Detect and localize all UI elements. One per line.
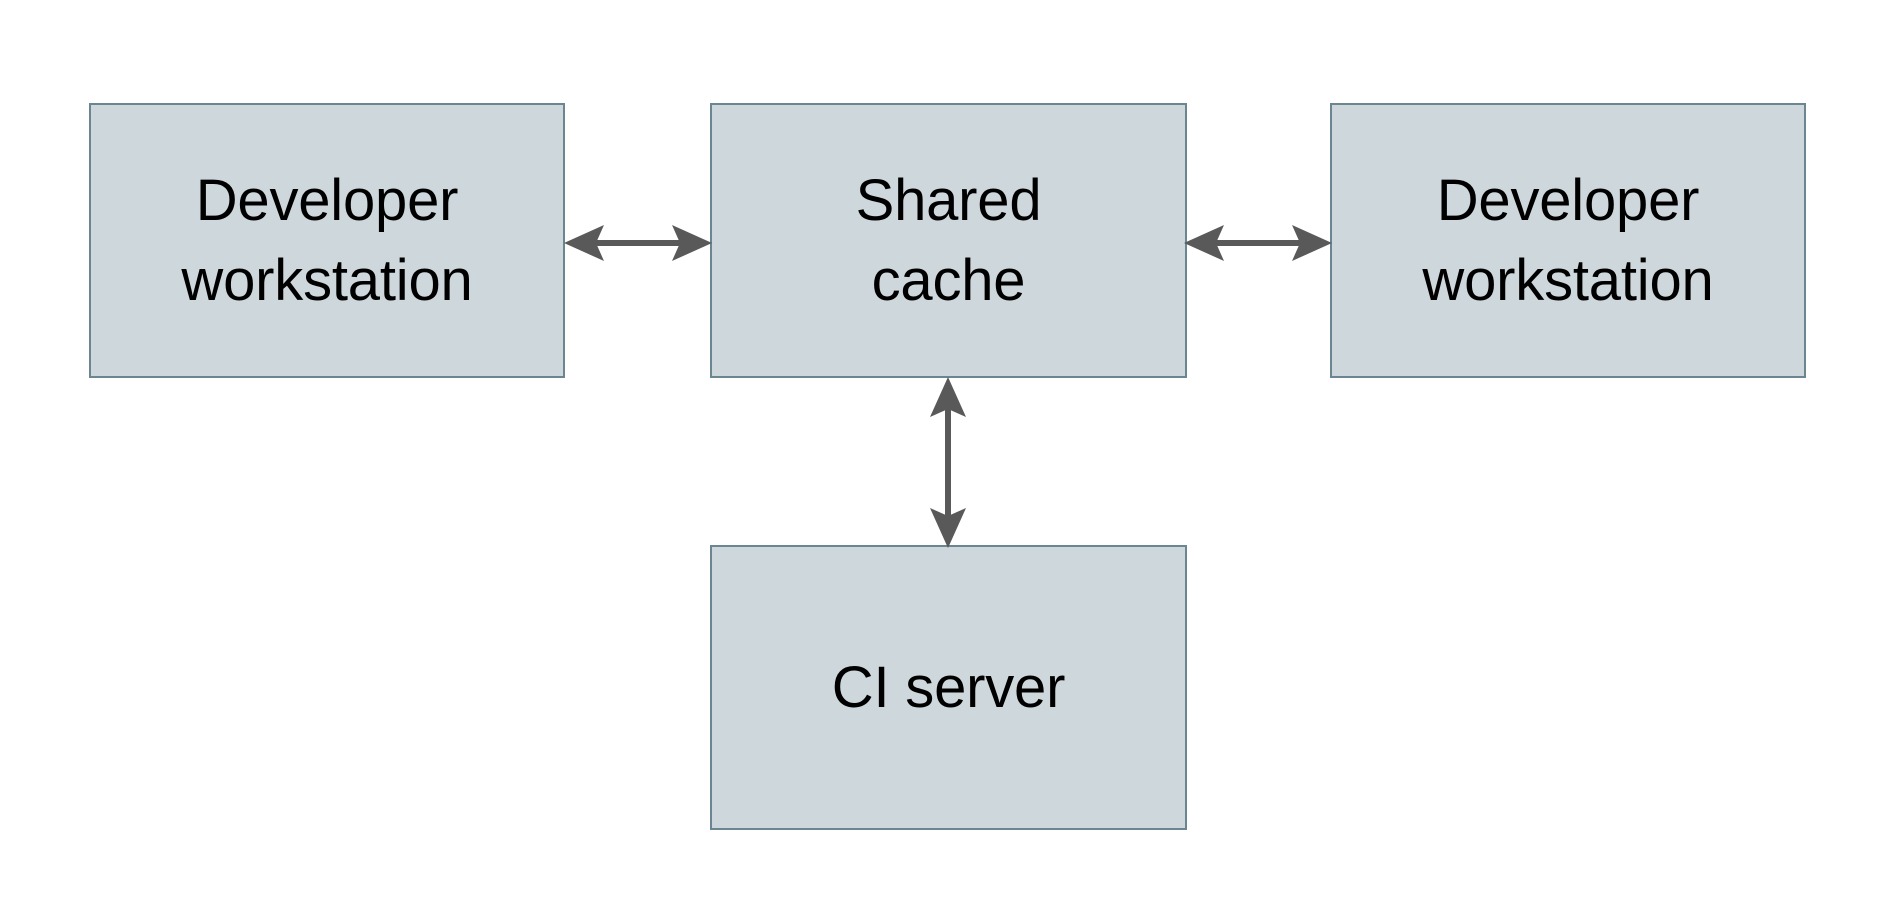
connector-shared-cache-to-ci-server-double-arrow-icon[interactable] — [917, 374, 979, 551]
node-developer-workstation-right[interactable]: Developer workstation — [1330, 103, 1806, 378]
connector-dev-left-to-shared-cache-double-arrow-icon[interactable] — [560, 212, 716, 274]
node-developer-workstation-left[interactable]: Developer workstation — [89, 103, 565, 378]
node-ci-server[interactable]: CI server — [710, 545, 1187, 830]
connector-shared-cache-to-dev-right-double-arrow-icon[interactable] — [1182, 212, 1336, 274]
node-label: Developer workstation — [181, 167, 473, 313]
node-label: Shared cache — [855, 167, 1042, 313]
node-label: Developer workstation — [1422, 167, 1714, 313]
node-label: CI server — [831, 654, 1066, 720]
node-shared-cache[interactable]: Shared cache — [710, 103, 1187, 378]
